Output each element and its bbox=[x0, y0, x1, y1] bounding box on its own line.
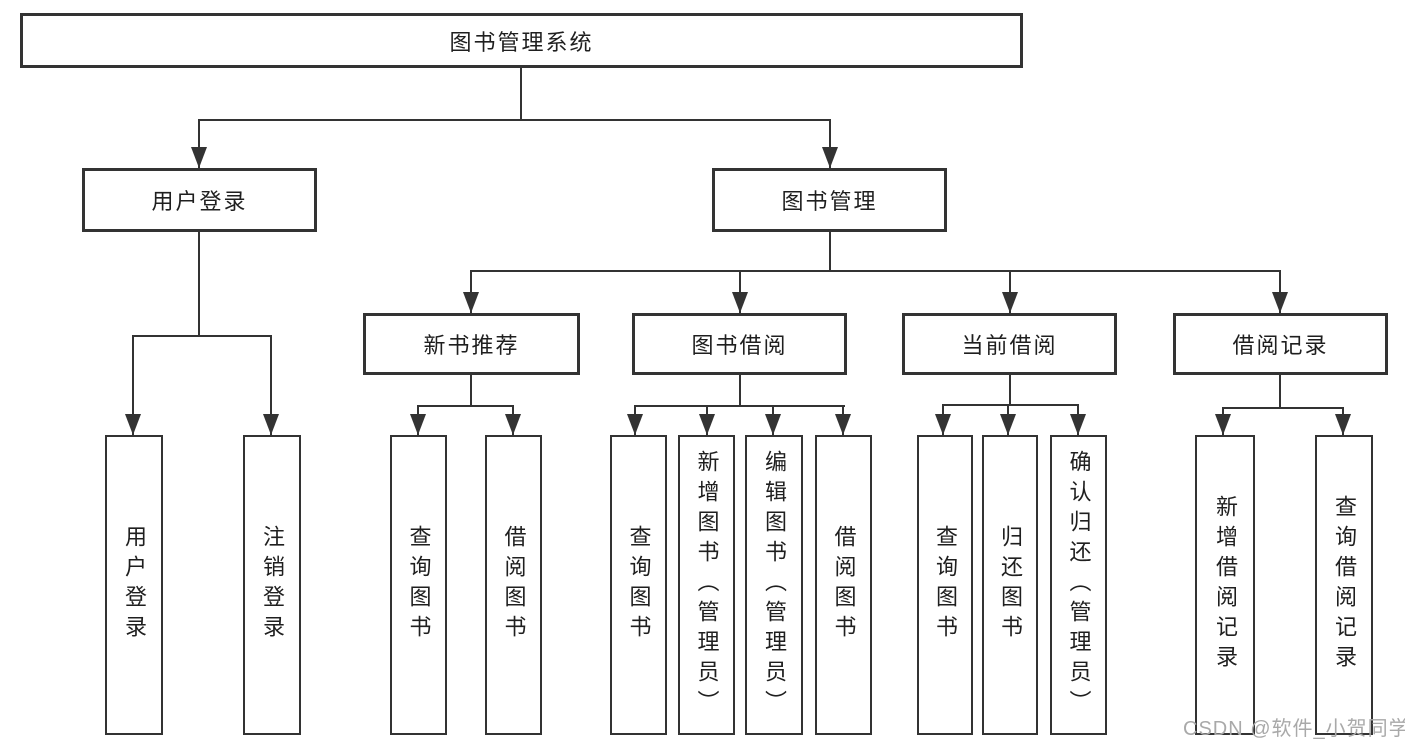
leaf-return-books: 归还图书 bbox=[982, 435, 1038, 735]
connector-book-mgmt-stem bbox=[829, 232, 831, 271]
connector-book-mgmt-branch bbox=[470, 270, 1281, 272]
connector-drop-book-mgmt bbox=[829, 119, 831, 168]
connector-drop-leaf-logout bbox=[270, 335, 272, 435]
arrow-head bbox=[191, 147, 207, 168]
connector-drop-borrow-record bbox=[1279, 270, 1281, 313]
connector-root-stem bbox=[520, 67, 522, 120]
leaf-query-borrow-record: 查询借阅记录 bbox=[1315, 435, 1373, 735]
connector-drop-current-borrow bbox=[1009, 270, 1011, 313]
leaf-confirm-return-admin: 确认归还（管理员） bbox=[1050, 435, 1107, 735]
arrow-head bbox=[835, 414, 851, 435]
connector-new-book-stem bbox=[470, 375, 472, 406]
arrow-head bbox=[1070, 414, 1086, 435]
node-library-management-system: 图书管理系统 bbox=[20, 13, 1023, 68]
connector-new-book-branch bbox=[417, 405, 514, 407]
connector-book-borrow-branch bbox=[634, 405, 845, 407]
connector-borrow-record-stem bbox=[1279, 375, 1281, 408]
csdn-watermark: CSDN @软件_小贺同学 bbox=[1183, 718, 1405, 740]
node-borrowing-records: 借阅记录 bbox=[1173, 313, 1388, 375]
connector-user-login-stem bbox=[198, 232, 200, 336]
connector-drop-user-login bbox=[198, 119, 200, 168]
arrow-head bbox=[1000, 414, 1016, 435]
connector-user-login-branch bbox=[132, 335, 272, 337]
arrow-head bbox=[410, 414, 426, 435]
node-new-book-recommend: 新书推荐 bbox=[363, 313, 580, 375]
arrow-head bbox=[1215, 414, 1231, 435]
connector-drop-leaf-user-login bbox=[132, 335, 134, 435]
arrow-head bbox=[463, 292, 479, 313]
leaf-logout: 注销登录 bbox=[243, 435, 301, 735]
node-user-login: 用户登录 bbox=[82, 168, 317, 232]
leaf-query-books-current: 查询图书 bbox=[917, 435, 973, 735]
leaf-user-login: 用户登录 bbox=[105, 435, 163, 735]
arrow-head bbox=[1335, 414, 1351, 435]
connector-borrow-record-branch bbox=[1222, 407, 1344, 409]
arrow-head bbox=[822, 147, 838, 168]
connector-drop-book-borrow bbox=[739, 270, 741, 313]
node-book-management: 图书管理 bbox=[712, 168, 947, 232]
leaf-add-borrow-record: 新增借阅记录 bbox=[1195, 435, 1255, 735]
leaf-borrow-books-newbook: 借阅图书 bbox=[485, 435, 542, 735]
arrow-head bbox=[935, 414, 951, 435]
leaf-edit-books-admin: 编辑图书（管理员） bbox=[745, 435, 803, 735]
node-book-borrowing: 图书借阅 bbox=[632, 313, 847, 375]
arrow-head bbox=[732, 292, 748, 313]
node-current-borrowing: 当前借阅 bbox=[902, 313, 1117, 375]
arrow-head bbox=[263, 414, 279, 435]
leaf-add-books-admin: 新增图书（管理员） bbox=[678, 435, 735, 735]
connector-current-borrow-stem bbox=[1009, 375, 1011, 405]
connector-current-borrow-branch bbox=[942, 404, 1079, 406]
leaf-borrow-books: 借阅图书 bbox=[815, 435, 872, 735]
arrow-head bbox=[699, 414, 715, 435]
arrow-head bbox=[1002, 292, 1018, 313]
connector-book-borrow-stem bbox=[739, 375, 741, 406]
arrow-head bbox=[125, 414, 141, 435]
leaf-query-books-newbook: 查询图书 bbox=[390, 435, 447, 735]
arrow-head bbox=[505, 414, 521, 435]
arrow-head bbox=[765, 414, 781, 435]
arrow-head bbox=[627, 414, 643, 435]
connector-root-branch bbox=[198, 119, 831, 121]
leaf-query-books-borrowing: 查询图书 bbox=[610, 435, 667, 735]
connector-drop-new-book bbox=[470, 270, 472, 313]
arrow-head bbox=[1272, 292, 1288, 313]
